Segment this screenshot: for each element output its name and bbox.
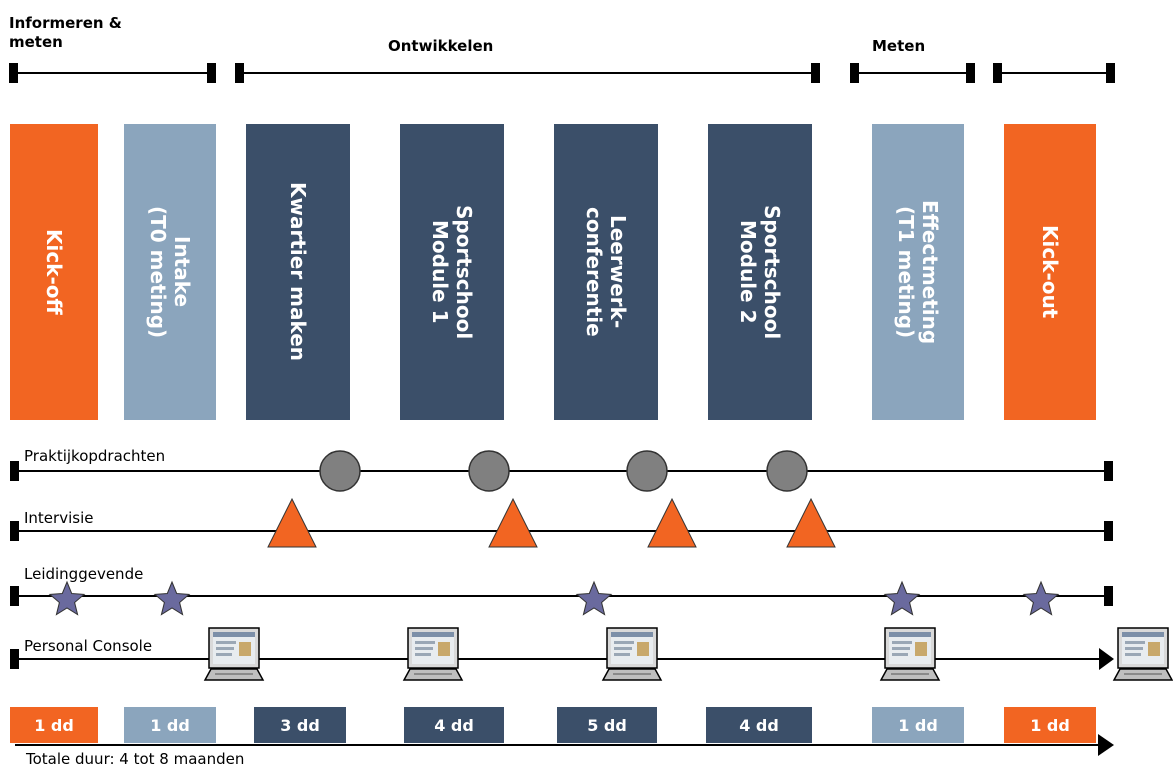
phase-label-ontwikkelen: Ontwikkelen <box>388 37 494 55</box>
phase-label-meten: Meten <box>872 37 926 55</box>
circle-icon <box>319 450 361 492</box>
laptop-icon <box>601 627 663 681</box>
duration-leerwerkconferentie: 5 dd <box>557 707 657 743</box>
star-icon <box>575 580 613 616</box>
track-line-intervisie <box>10 521 1113 541</box>
pillar-label: Sportschool Module 2 <box>736 204 784 340</box>
pillar-leerwerkconferentie: Leerwerk- conferentie <box>554 124 658 420</box>
pillar-kick-out: Kick-out <box>1004 124 1096 420</box>
triangle-icon <box>647 497 697 548</box>
duration-sportschool-module-1: 4 dd <box>404 707 504 743</box>
phase-label-informeren: Informeren & meten <box>9 14 122 51</box>
track-label-personal-console: Personal Console <box>24 637 153 655</box>
pillar-sportschool-module-1: Sportschool Module 1 <box>400 124 504 420</box>
duration-intake: 1 dd <box>124 707 216 743</box>
track-line-leidinggevende <box>10 586 1113 606</box>
star-icon <box>48 580 86 616</box>
phase-bracket-meten <box>850 63 975 83</box>
track-line-personal-console <box>10 648 1114 670</box>
total-duration-label: Totale duur: 4 tot 8 maanden <box>26 750 245 768</box>
circle-icon <box>766 450 808 492</box>
duration-kick-off: 1 dd <box>10 707 98 743</box>
phase-bracket-ontwikkelen <box>235 63 820 83</box>
pillar-label: Leerwerk- conferentie <box>582 207 630 337</box>
pillar-sportschool-module-2: Sportschool Module 2 <box>708 124 812 420</box>
duration-kwartier-maken: 3 dd <box>254 707 346 743</box>
duration-sportschool-module-2: 4 dd <box>706 707 812 743</box>
triangle-icon <box>786 497 836 548</box>
circle-icon <box>468 450 510 492</box>
total-duration-arrow <box>15 734 1114 756</box>
duration-kick-out: 1 dd <box>1004 707 1096 743</box>
pillar-label: Kwartier maken <box>286 182 310 362</box>
duration-effectmeting: 1 dd <box>872 707 964 743</box>
circle-icon <box>626 450 668 492</box>
pillar-label: Kick-off <box>42 229 66 315</box>
pillar-kick-off: Kick-off <box>10 124 98 420</box>
pillar-intake: Intake (T0 meting) <box>124 124 216 420</box>
track-label-leidinggevende: Leidinggevende <box>24 565 144 583</box>
phase-bracket-informeren <box>9 63 216 83</box>
triangle-icon <box>267 497 317 548</box>
star-icon <box>1022 580 1060 616</box>
track-label-intervisie: Intervisie <box>24 509 94 527</box>
laptop-icon <box>402 627 464 681</box>
track-label-praktijkopdrachten: Praktijkopdrachten <box>24 447 166 465</box>
laptop-icon <box>1112 627 1173 681</box>
pillar-label: Effectmeting (T1 meting) <box>894 199 942 345</box>
pillar-label: Kick-out <box>1038 225 1062 319</box>
laptop-icon <box>203 627 265 681</box>
triangle-icon <box>488 497 538 548</box>
star-icon <box>153 580 191 616</box>
pillar-kwartier-maken: Kwartier maken <box>246 124 350 420</box>
pillar-label: Intake (T0 meting) <box>146 205 194 339</box>
pillar-label: Sportschool Module 1 <box>428 204 476 340</box>
phase-bracket-kickout <box>993 63 1115 83</box>
star-icon <box>883 580 921 616</box>
track-line-praktijkopdrachten <box>10 461 1113 481</box>
pillar-effectmeting: Effectmeting (T1 meting) <box>872 124 964 420</box>
laptop-icon <box>879 627 941 681</box>
